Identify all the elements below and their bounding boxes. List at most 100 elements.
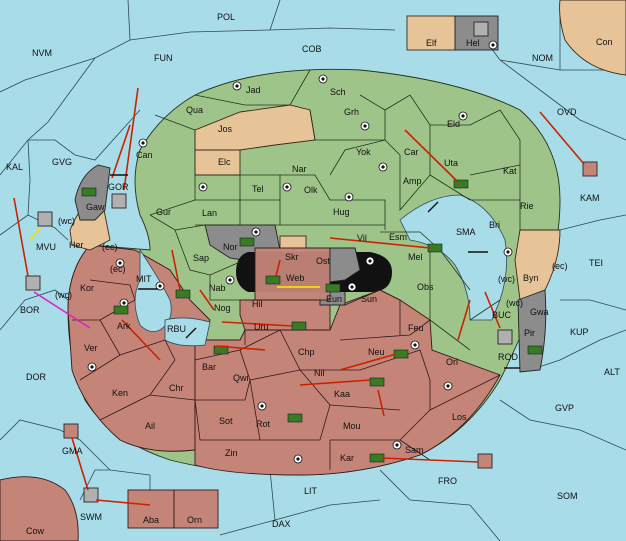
supply-center [503, 247, 513, 257]
label-grh: Grh [344, 107, 359, 117]
label-dax: DAX [272, 519, 291, 529]
fleet-gor[interactable] [111, 193, 127, 209]
army-eun[interactable] [325, 283, 341, 293]
supply-center [347, 282, 357, 292]
fleet-bor[interactable] [25, 275, 41, 291]
region-aba [127, 489, 175, 529]
army-neu[interactable] [393, 349, 409, 359]
army-uta[interactable] [453, 179, 469, 189]
label-eun: Eun [326, 294, 342, 304]
label-yok: Yok [356, 147, 371, 157]
label-kal: KAL [6, 162, 23, 172]
label-pir: Pir [524, 328, 535, 338]
label-pol: POL [217, 12, 235, 22]
label-fro: FRO [438, 476, 457, 486]
supply-center [225, 275, 235, 285]
fleet-buc[interactable] [497, 329, 513, 345]
label-kor: Kor [80, 283, 94, 293]
convoy-arrow-magenta [33, 291, 91, 329]
supply-center [138, 138, 148, 148]
order-arrows [13, 87, 585, 506]
army-web[interactable] [265, 275, 281, 285]
supply-center [293, 454, 303, 464]
sea-rbu [164, 317, 211, 347]
label-tei: TEI [589, 258, 603, 268]
label-her: Her [69, 240, 84, 250]
label-gaw: Gaw [86, 202, 105, 212]
supply-center [282, 182, 292, 192]
label-mel: Mel [408, 252, 423, 262]
label-zin: Zin [225, 448, 238, 458]
army-uru[interactable] [291, 321, 307, 331]
fleet-kam[interactable] [582, 161, 598, 177]
label-wc2: (wc) [498, 274, 515, 284]
army-rot[interactable] [287, 413, 303, 423]
label-gvp: GVP [555, 403, 574, 413]
supply-center [360, 121, 370, 131]
label-wc3: (wc) [55, 290, 72, 300]
fleet-tokens [25, 21, 598, 503]
label-nar: Nar [292, 164, 307, 174]
label-orl: Orl [446, 357, 458, 367]
army-gaw[interactable] [81, 187, 97, 197]
supply-center [257, 401, 267, 411]
army-ark[interactable] [113, 305, 129, 315]
label-eld: Eld [447, 119, 460, 129]
supply-center [251, 227, 261, 237]
army-mel[interactable] [427, 243, 443, 253]
army-kaa[interactable] [369, 377, 385, 387]
label-elc: Elc [218, 157, 231, 167]
army-kar[interactable] [369, 453, 385, 463]
supply-center [87, 362, 97, 372]
label-feu: Feu [408, 323, 424, 333]
label-ost: Ost [316, 256, 331, 266]
fleet-swm[interactable] [83, 487, 99, 503]
label-bri: Bri [489, 220, 500, 230]
label-los: Los [452, 412, 467, 422]
label-elf: Elf [426, 38, 437, 48]
label-ail: Ail [145, 421, 155, 431]
label-vil: Vil [357, 233, 367, 243]
supply-center [458, 111, 468, 121]
army-tokens [81, 179, 543, 463]
fleet-mvu[interactable] [37, 211, 53, 227]
army-sap[interactable] [175, 289, 191, 299]
label-jad: Jad [246, 85, 261, 95]
label-rbu: RBU [167, 324, 186, 334]
army-nor[interactable] [239, 237, 255, 247]
label-kaa: Kaa [334, 389, 350, 399]
label-amp: Amp [403, 176, 422, 186]
fleet-fro[interactable] [477, 453, 493, 469]
region-con [559, 0, 626, 76]
supply-center [488, 40, 498, 50]
label-nom: NOM [532, 53, 553, 63]
fleet-gma[interactable] [63, 423, 79, 439]
fleet-hel[interactable] [473, 21, 489, 37]
label-mvu: MVU [36, 242, 56, 252]
label-som: SOM [557, 491, 578, 501]
label-alt: ALT [604, 367, 620, 377]
label-ken: Ken [112, 388, 128, 398]
supply-center [155, 281, 165, 291]
label-fun: FUN [154, 53, 173, 63]
label-can: Can [136, 150, 153, 160]
army-pir[interactable] [527, 345, 543, 355]
label-aba: Aba [143, 515, 159, 525]
label-con: Con [596, 37, 613, 47]
label-sap: Sap [193, 253, 209, 263]
label-uru: Uru [254, 322, 269, 332]
region-south-red [194, 289, 501, 476]
label-byn: Byn [523, 273, 539, 283]
label-hel: Hel [466, 38, 480, 48]
label-mit: MIT [136, 274, 152, 284]
label-ark: Ark [117, 321, 131, 331]
label-qwi: Qwi [233, 373, 249, 383]
label-gma: GMA [62, 446, 83, 456]
label-sam: Sam [405, 445, 424, 455]
label-nog: Nog [214, 303, 231, 313]
support-arrow-mvu [29, 227, 41, 241]
label-kam: KAM [580, 193, 600, 203]
supply-center [365, 256, 375, 266]
label-gor: GOR [108, 182, 129, 192]
